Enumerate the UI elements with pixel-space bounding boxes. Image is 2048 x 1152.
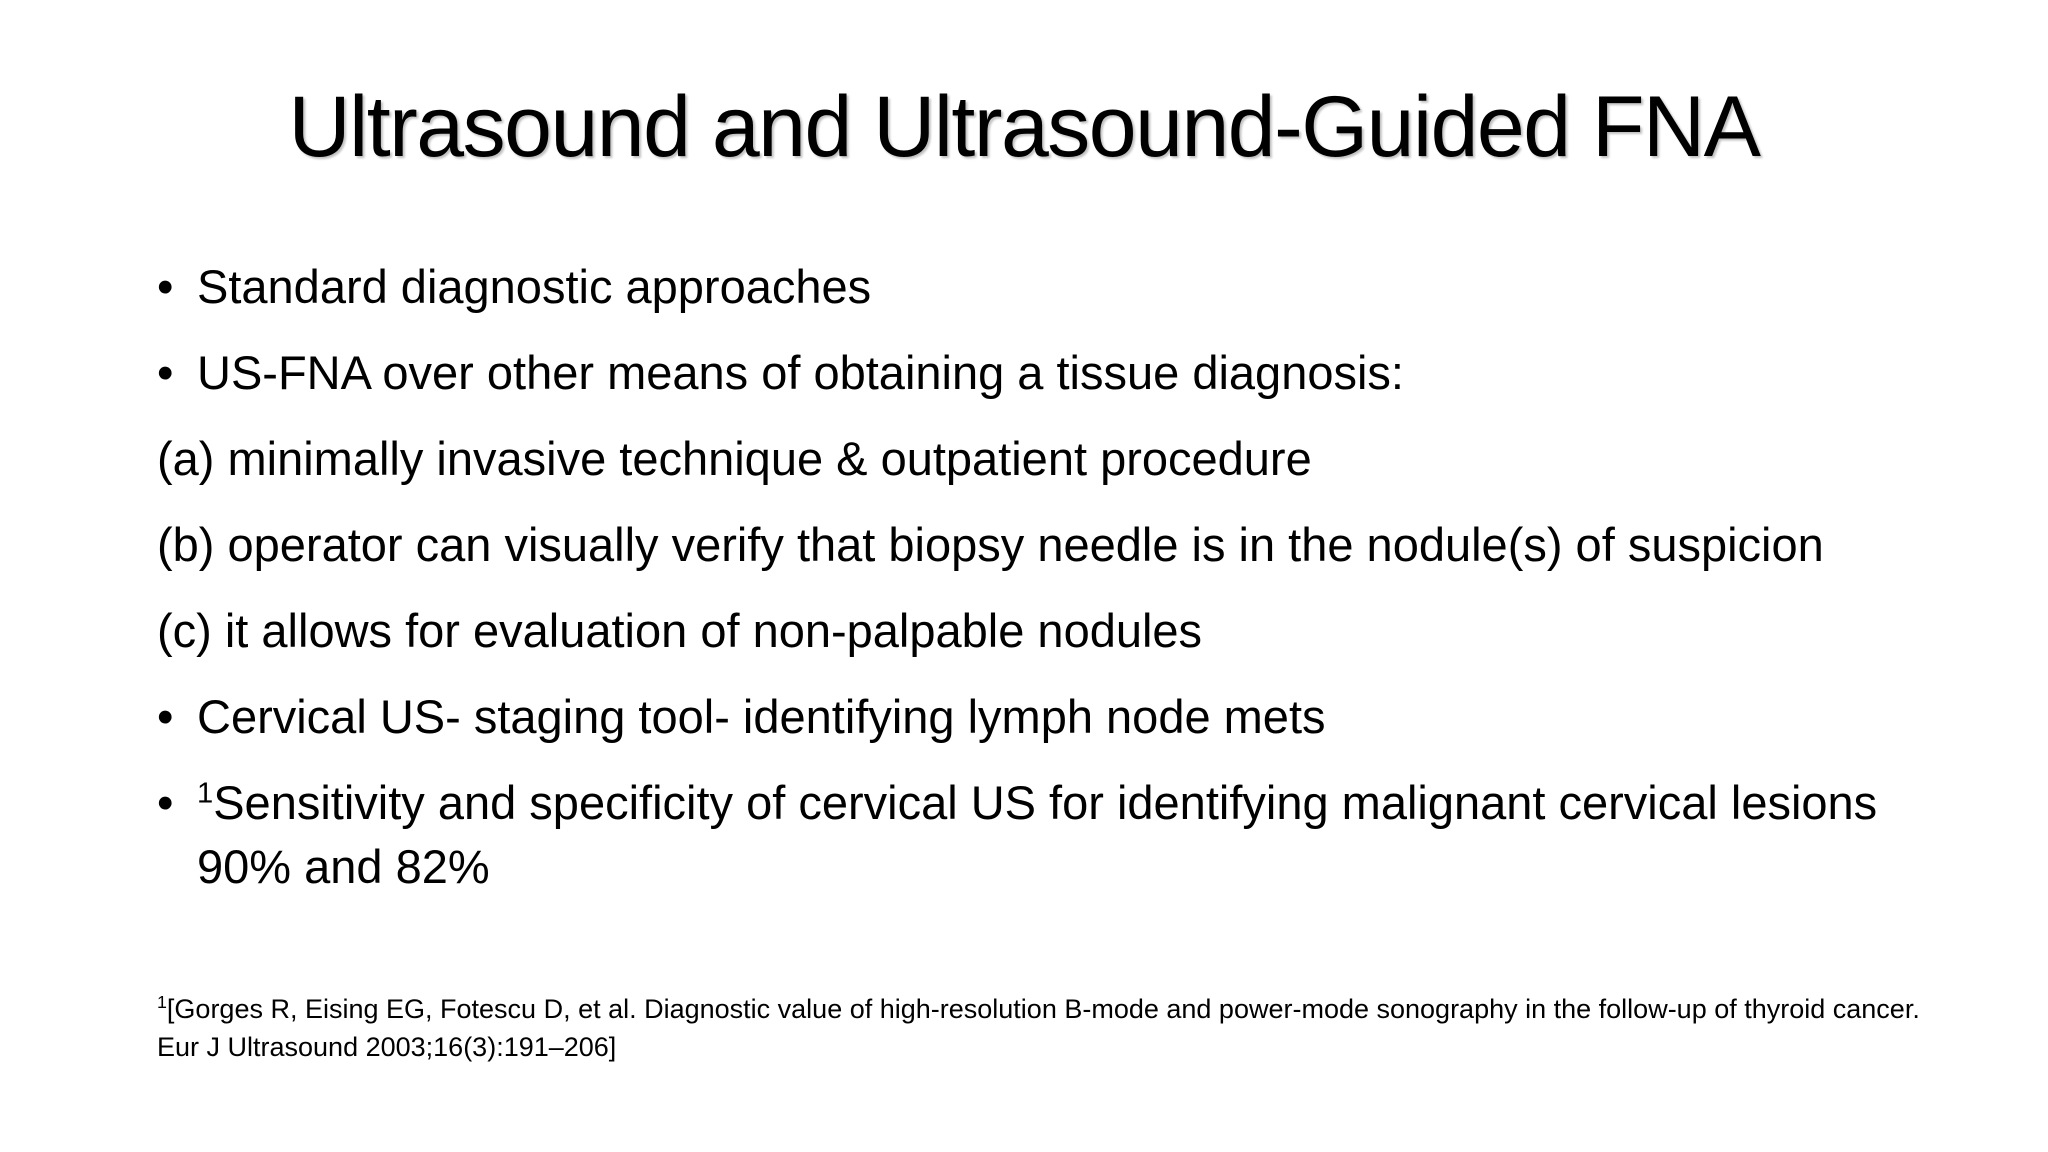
slide-body: • Standard diagnostic approaches • US-FN…	[157, 255, 1977, 921]
sub-item-text: (a) minimally invasive technique & outpa…	[157, 432, 1312, 485]
bullet-icon: •	[157, 776, 174, 829]
sub-item-text: (b) operator can visually verify that bi…	[157, 518, 1824, 571]
sub-item-c: (c) it allows for evaluation of non-palp…	[157, 599, 1977, 663]
bullet-text: Cervical US- staging tool- identifying l…	[197, 690, 1326, 743]
bullet-icon: •	[157, 260, 174, 313]
sub-item-b: (b) operator can visually verify that bi…	[157, 513, 1977, 577]
footnote-text: [Gorges R, Eising EG, Fotescu D, et al. …	[157, 994, 1920, 1062]
citation-superscript: 1	[197, 777, 214, 810]
sub-item-a: (a) minimally invasive technique & outpa…	[157, 427, 1977, 491]
slide-title: Ultrasound and Ultrasound-Guided FNA	[288, 79, 1761, 175]
bullet-icon: •	[157, 346, 174, 399]
bullet-text: Standard diagnostic approaches	[197, 260, 872, 313]
footnote-superscript: 1	[157, 992, 167, 1012]
bullet-item: • Standard diagnostic approaches	[157, 255, 1977, 319]
bullet-item: • Cervical US- staging tool- identifying…	[157, 685, 1977, 749]
bullet-text: Sensitivity and specificity of cervical …	[197, 776, 1878, 893]
bullet-item: • 1Sensitivity and specificity of cervic…	[157, 771, 1957, 899]
bullet-icon: •	[157, 690, 174, 743]
footnote: 1[Gorges R, Eising EG, Fotescu D, et al.…	[157, 990, 1957, 1066]
sub-item-text: (c) it allows for evaluation of non-palp…	[157, 604, 1203, 657]
bullet-item: • US-FNA over other means of obtaining a…	[157, 341, 1977, 405]
bullet-text: US-FNA over other means of obtaining a t…	[197, 346, 1404, 399]
